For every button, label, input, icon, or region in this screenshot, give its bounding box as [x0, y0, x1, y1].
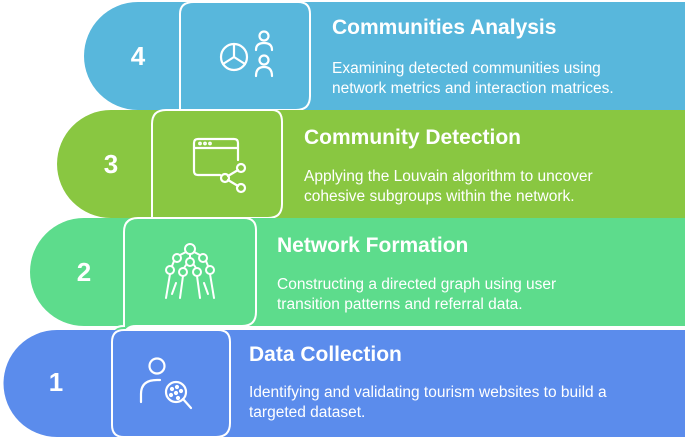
step-description-2: Constructing a directed graph using user… [277, 275, 556, 315]
step-description-3-line-2: cohesive subgroups within the network. [304, 188, 575, 205]
browser-share-icon [192, 137, 247, 194]
step-title-1: Data Collection [249, 343, 402, 366]
step-number-2: 2 [76, 257, 92, 287]
step-description-2-line-2: transition patterns and referral data. [277, 296, 523, 313]
tier-3-shape [57, 109, 685, 259]
step-description-1-line-2: targeted dataset. [249, 404, 366, 421]
step-description-4: Examining detected communities using net… [332, 59, 614, 99]
step-title-4: Communities Analysis [332, 16, 557, 39]
step-title-2: Network Formation [277, 234, 469, 257]
user-search-icon [139, 357, 193, 410]
step-description-4-line-2: network metrics and interaction matrices… [332, 80, 614, 97]
step-number-1: 1 [48, 367, 64, 397]
step-title-3: Community Detection [304, 126, 522, 149]
step-description-3: Applying the Louvain algorithm to uncove… [304, 167, 593, 207]
step-number-4: 4 [130, 41, 146, 71]
molecule-network-icon [165, 243, 215, 299]
step-description-2-line-1: Constructing a directed graph using user [277, 276, 557, 293]
step-description-1-line-1: Identifying and validating tourism websi… [249, 384, 607, 401]
pie-chart-users-icon [219, 30, 274, 78]
step-description-1: Identifying and validating tourism websi… [249, 383, 607, 423]
step-description-4-line-1: Examining detected communities using [332, 60, 601, 77]
step-description-3-line-1: Applying the Louvain algorithm to uncove… [304, 168, 593, 185]
step-number-3: 3 [103, 149, 119, 179]
